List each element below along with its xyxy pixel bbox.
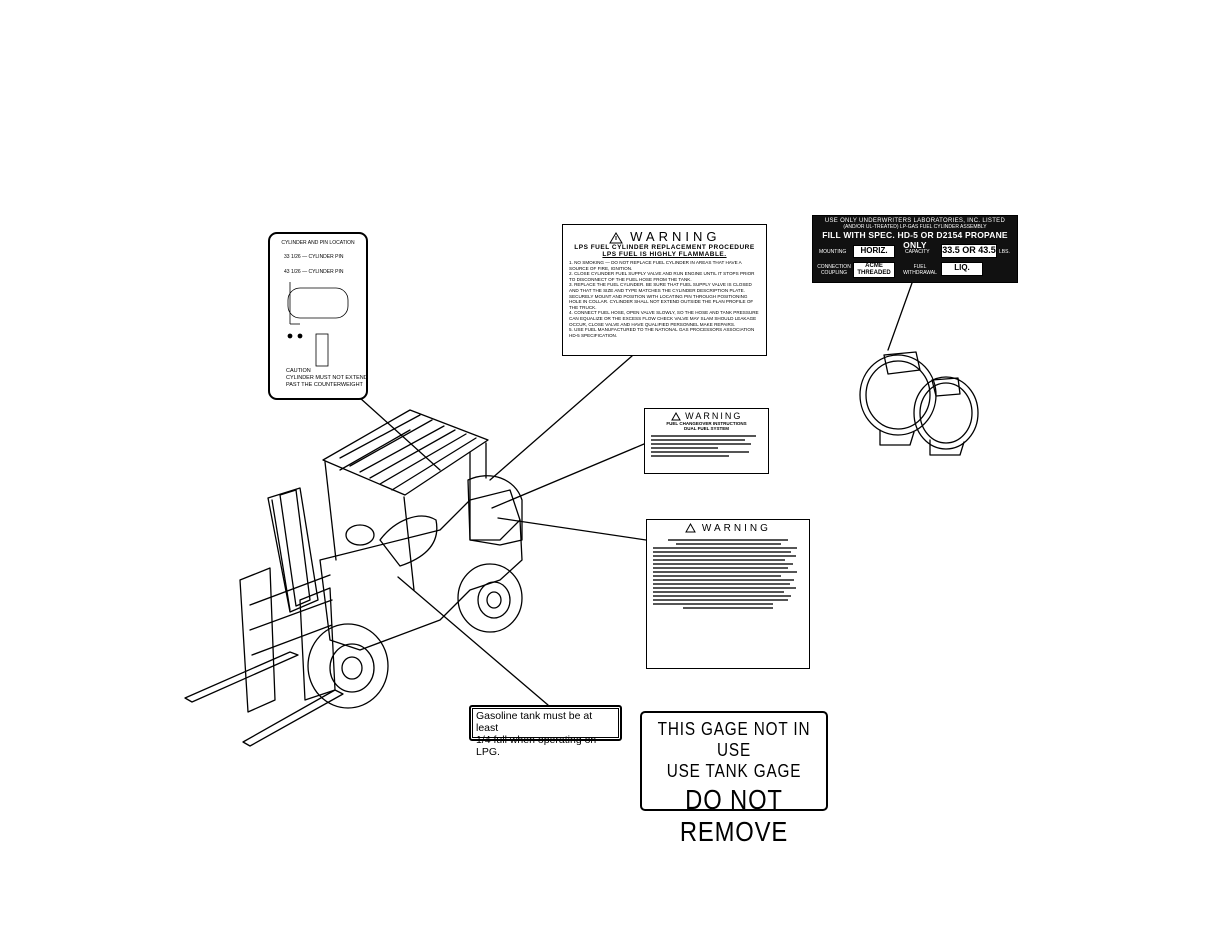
spec-line1: USE ONLY UNDERWRITERS LABORATORIES, INC.… bbox=[824, 218, 1006, 224]
gage-line1: THIS GAGE NOT IN USE bbox=[657, 719, 811, 760]
leader-cylinder bbox=[359, 397, 441, 471]
spec-mounting-label: MOUNTING bbox=[819, 249, 847, 255]
spec-capacity-unit: LBS. bbox=[999, 249, 1010, 255]
lps-warning-decal: WARNING LPS FUEL CYLINDER REPLACEMENT PR… bbox=[562, 224, 767, 356]
lps-warning-item-4: 4. CONNECT FUEL HOSE, OPEN VALVE SLOWLY,… bbox=[569, 310, 759, 327]
spec-coupling-label: CONNECTION COUPLING bbox=[817, 264, 851, 276]
spec-withdrawal-value: LIQ. bbox=[941, 262, 983, 276]
leader-gasnote bbox=[397, 576, 549, 706]
cylinder-decal-row2: 43 1/26 — CYLINDER PIN bbox=[284, 269, 344, 275]
leader-lps bbox=[489, 355, 633, 481]
fuel-warning-text-block bbox=[645, 431, 768, 461]
cylinder-spec-plate: USE ONLY UNDERWRITERS LABORATORIES, INC.… bbox=[812, 215, 1018, 283]
spec-coupling-value: ACME THREADED bbox=[853, 262, 895, 278]
spec-mounting-value: HORIZ. bbox=[853, 245, 895, 258]
lps-warning-item-3: 3. REPLACE THE FUEL CYLINDER. BE SURE TH… bbox=[569, 282, 754, 310]
fuel-changeover-warning-decal: WARNING FUEL CHANGEOVER INSTRUCTIONS DUA… bbox=[644, 408, 769, 474]
lps-warning-item-5: 5. USE FUEL MANUFACTURED TO THE NATIONAL… bbox=[569, 327, 755, 338]
cylinder-sketch bbox=[287, 282, 349, 367]
fuel-warning-title: WARNING bbox=[685, 411, 743, 421]
fuel-warning-subtitle: FUEL CHANGEOVER INSTRUCTIONS bbox=[666, 421, 747, 427]
leader-bigwarn bbox=[497, 517, 647, 541]
gas-note-line2: 1/4 full when operating on LPG. bbox=[476, 734, 597, 758]
leader-spec bbox=[887, 282, 913, 351]
spec-capacity-value: 33.5 OR 43.5 bbox=[941, 244, 997, 258]
gage-not-in-use-decal: THIS GAGE NOT IN USE USE TANK GAGE DO NO… bbox=[640, 711, 828, 847]
warning-triangle-icon bbox=[608, 231, 623, 244]
gasoline-tank-note: Gasoline tank must be at least 1/4 full … bbox=[469, 705, 622, 758]
big-warning-text-block bbox=[647, 534, 809, 614]
spec-line3: FILL WITH SPEC. HD-5 OR D2154 PROPANE ON… bbox=[822, 230, 1008, 250]
spec-line2: (AND/OR UL-TREATED) LP-GAS FUEL CYLINDER… bbox=[843, 224, 987, 230]
cylinder-decal-caption3: PAST THE COUNTERWEIGHT bbox=[286, 382, 363, 388]
cylinder-location-decal: CYLINDER AND PIN LOCATION 33 1/26 — CYLI… bbox=[268, 232, 368, 400]
gas-note-line1: Gasoline tank must be at least bbox=[476, 710, 593, 734]
lps-warning-item-2: 2. CLOSE CYLINDER FUEL SUPPLY VALVE AND … bbox=[569, 271, 755, 282]
spec-withdrawal-label: FUEL WITHDRAWAL bbox=[903, 264, 937, 276]
cylinder-decal-caption1: CAUTION bbox=[286, 368, 311, 374]
leader-fuelwarn bbox=[491, 443, 645, 509]
cylinder-decal-row1: 33 1/26 — CYLINDER PIN bbox=[284, 254, 344, 260]
warning-triangle-icon bbox=[670, 412, 681, 421]
lps-warning-subtitle: LPS FUEL CYLINDER REPLACEMENT PROCEDURE bbox=[574, 244, 755, 251]
gage-line3: DO NOT REMOVE bbox=[679, 784, 789, 847]
safety-warning-decal: WARNING bbox=[646, 519, 810, 669]
lps-warning-item-1: 1. NO SMOKING — DO NOT REPLACE FUEL CYLI… bbox=[569, 260, 742, 271]
lps-warning-subtitle2: LPS FUEL IS HIGHLY FLAMMABLE. bbox=[602, 251, 727, 258]
gage-line2: USE TANK GAGE bbox=[666, 761, 802, 781]
cylinder-decal-caption2: CYLINDER MUST NOT EXTEND bbox=[286, 375, 366, 381]
big-warning-title: WARNING bbox=[701, 523, 771, 534]
warning-triangle-icon bbox=[685, 523, 696, 533]
spec-capacity-label: CAPACITY bbox=[905, 249, 930, 255]
cylinder-decal-heading: CYLINDER AND PIN LOCATION bbox=[281, 240, 355, 246]
fuel-warning-subtitle2: DUAL FUEL SYSTEM bbox=[683, 426, 730, 432]
lps-warning-title: WARNING bbox=[630, 229, 721, 244]
